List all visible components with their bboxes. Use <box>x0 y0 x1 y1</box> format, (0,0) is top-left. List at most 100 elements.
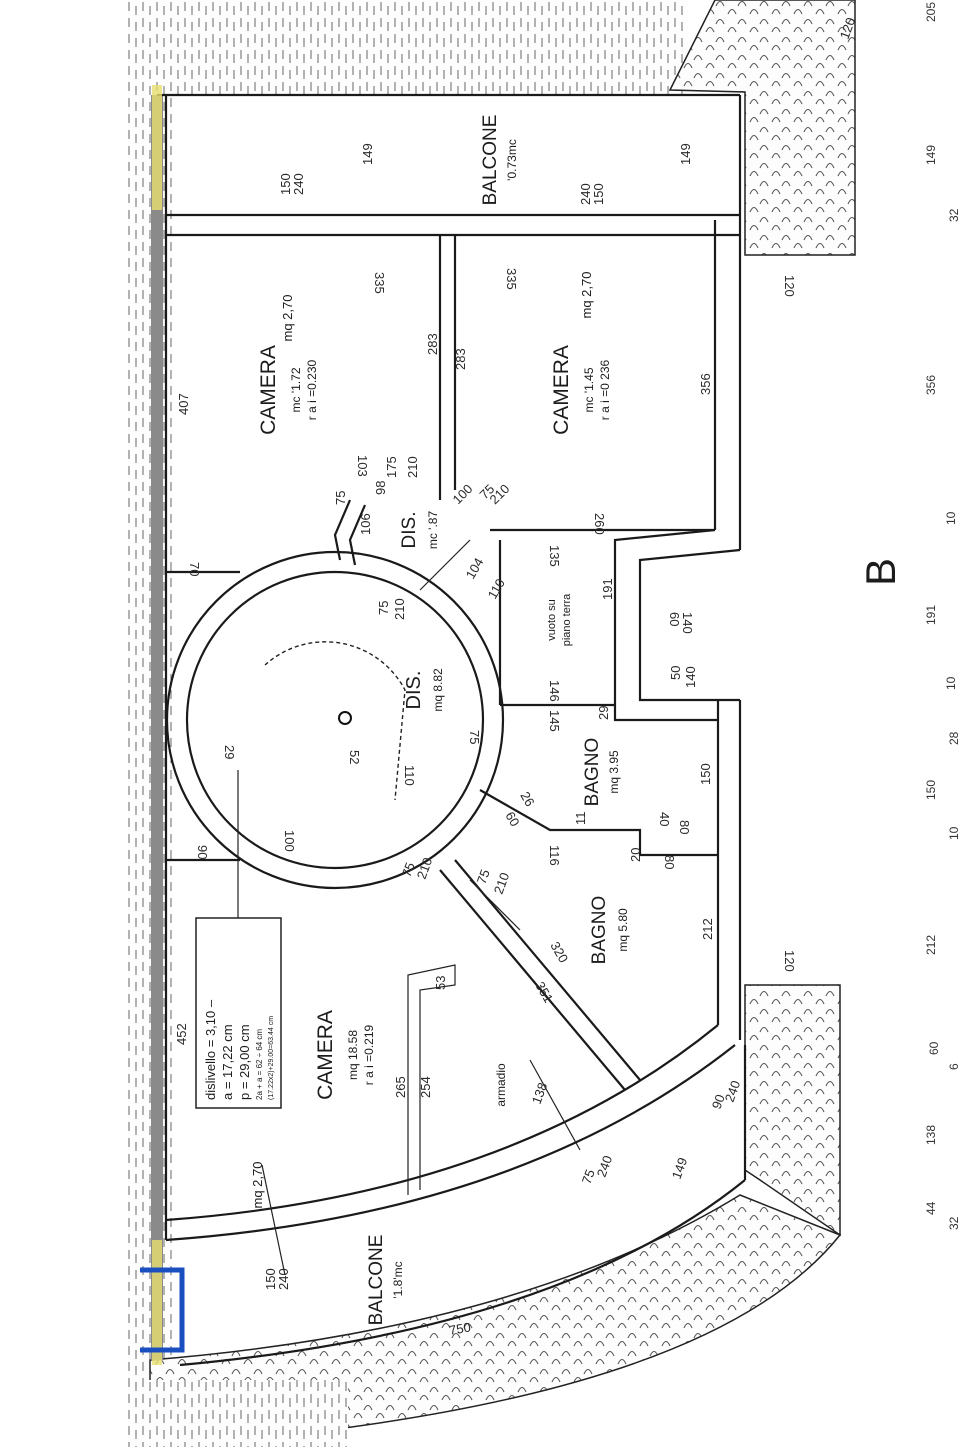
room-area: mq 18.58 <box>346 1030 360 1080</box>
side-dim: 191 <box>924 605 938 625</box>
curved-balcone-edge <box>179 1179 746 1367</box>
dim-label: 150 <box>278 173 293 195</box>
dim-label: 210 <box>405 456 420 478</box>
room-volume: mc '1.45 <box>582 367 596 412</box>
dim-label: 60 <box>502 809 522 829</box>
dim-label: 210 <box>392 598 407 620</box>
dim-label: 75 <box>333 491 348 505</box>
room-bagno-large: BAGNO mq 5.80 <box>589 896 630 965</box>
side-dim: 356 <box>924 375 938 395</box>
section-letter: B <box>857 558 904 586</box>
dim-label: 240 <box>276 1268 291 1290</box>
side-dim: 44 <box>924 1201 938 1215</box>
stair-note: dislivello = 3,10 – a = 17,22 cm p = 29,… <box>203 999 275 1100</box>
dim-label: 116 <box>547 845 562 866</box>
side-dim: 6 <box>947 1063 961 1070</box>
side-dim: 10 <box>944 511 958 525</box>
room-area: mq 3.95 <box>607 750 621 794</box>
dim-label: 110 <box>485 576 508 601</box>
armadio-label: armadio <box>494 1063 508 1107</box>
window-area-bottom: mq 2,70 <box>250 1162 265 1209</box>
dim-label: 150 <box>263 1268 278 1290</box>
dim-label: 75 <box>376 601 391 615</box>
dim-label: 335 <box>504 268 519 290</box>
room-dis-small: DIS. mc '.87 <box>399 511 440 550</box>
dim-label: 80 <box>662 855 677 869</box>
dim-label: 335 <box>372 272 387 294</box>
room-name: BALCONE <box>480 115 501 206</box>
side-dim: 150 <box>924 780 938 800</box>
dim-label: 150 <box>698 763 713 785</box>
dim-label: 356 <box>698 373 713 395</box>
door-swing-3 <box>529 1059 581 1151</box>
dim-label: 407 <box>176 393 191 415</box>
wall-mid-step-inner <box>613 528 718 722</box>
dim-label: 75 <box>467 730 482 744</box>
room-balcone-bottom: BALCONE '1.8'mc <box>366 1235 405 1326</box>
dim-label: 100 <box>282 830 297 852</box>
dim-label: 120 <box>782 950 797 972</box>
side-dim: 28 <box>947 731 961 745</box>
stair-note-line: dislivello = 3,10 – <box>203 999 218 1100</box>
dim-label: 11 <box>573 812 588 826</box>
dim-label: 75 <box>579 1167 598 1186</box>
roof-hatch-bottom <box>128 1380 348 1447</box>
room-name: BALCONE <box>366 1235 387 1326</box>
wall-dis-nook-2 <box>348 504 367 566</box>
dim-label: 135 <box>547 545 562 567</box>
dim-label: 106 <box>358 513 373 535</box>
room-bagno-small: BAGNO mq 3.95 <box>582 738 621 807</box>
room-name: DIS. <box>403 671 425 710</box>
dim-label: 260 <box>592 513 607 535</box>
dim-label: 240 <box>722 1079 744 1105</box>
dim-label: 150 <box>591 183 606 205</box>
window-area-top: mq 2,70 <box>280 295 295 342</box>
side-dim: 60 <box>927 1041 941 1055</box>
stair-center <box>338 711 352 725</box>
side-dim: 205 <box>924 2 938 22</box>
dim-label: 210 <box>491 871 513 897</box>
dim-label: 90 <box>195 845 210 859</box>
side-dimension-chain: 205 149 32 356 10 191 10 28 150 10 212 6… <box>924 2 961 1230</box>
vuoto-line-2: piano terra <box>561 593 573 646</box>
dim-label: 98 <box>373 481 388 495</box>
room-area: mq 8.82 <box>431 668 445 712</box>
dim-label: 149 <box>678 143 693 165</box>
dim-label: 138 <box>529 1081 551 1107</box>
curved-wall-outer <box>165 1044 736 1242</box>
dim-label: 120 <box>782 275 797 297</box>
side-dim: 138 <box>924 1125 938 1145</box>
dim-label: 110 <box>402 765 417 786</box>
dim-label: 750 <box>448 1319 472 1338</box>
dim-label: 100 <box>450 481 476 507</box>
door-swing-1 <box>419 539 471 591</box>
dim-label: 53 <box>433 976 448 990</box>
room-name: CAMERA <box>314 1010 337 1100</box>
dim-label: 265 <box>393 1076 408 1098</box>
armadio-outline <box>407 964 456 1195</box>
room-name: CAMERA <box>257 345 280 435</box>
vuoto-line-1: vuoto su <box>546 599 558 641</box>
room-area: '1.8'mc <box>391 1261 405 1298</box>
dim-label: 40 <box>657 812 672 826</box>
wall-bagno-small <box>479 789 718 857</box>
dim-label: 149 <box>669 1156 691 1182</box>
dim-label: 29 <box>222 745 237 759</box>
window-area-mid: mq 2,70 <box>579 272 594 319</box>
room-camera-top: CAMERA mc '1.72 r a i =0.230 <box>257 345 319 435</box>
dim-label: 320 <box>547 939 571 965</box>
stair-note-line: (17.22x2)+29.00=63.44 cm <box>268 1016 275 1100</box>
room-name: DIS. <box>399 512 420 549</box>
round-hall-inner <box>185 570 485 870</box>
room-camera-bottom: CAMERA mq 18.58 r a i =0.219 <box>314 1010 376 1100</box>
dim-label: 52 <box>347 750 362 764</box>
door-swing-4 <box>261 1164 286 1276</box>
stair-note-line: a = 17,22 cm <box>220 1024 235 1100</box>
room-camera-mid: CAMERA mc '1.45 r a i =0 236 <box>550 345 612 435</box>
dim-label: 175 <box>384 456 399 478</box>
dim-label: 283 <box>453 348 468 370</box>
dim-label: 75 <box>399 860 418 879</box>
room-area: mq 5.80 <box>616 908 630 952</box>
side-dim: 10 <box>947 826 961 840</box>
dim-label: 212 <box>700 918 715 940</box>
